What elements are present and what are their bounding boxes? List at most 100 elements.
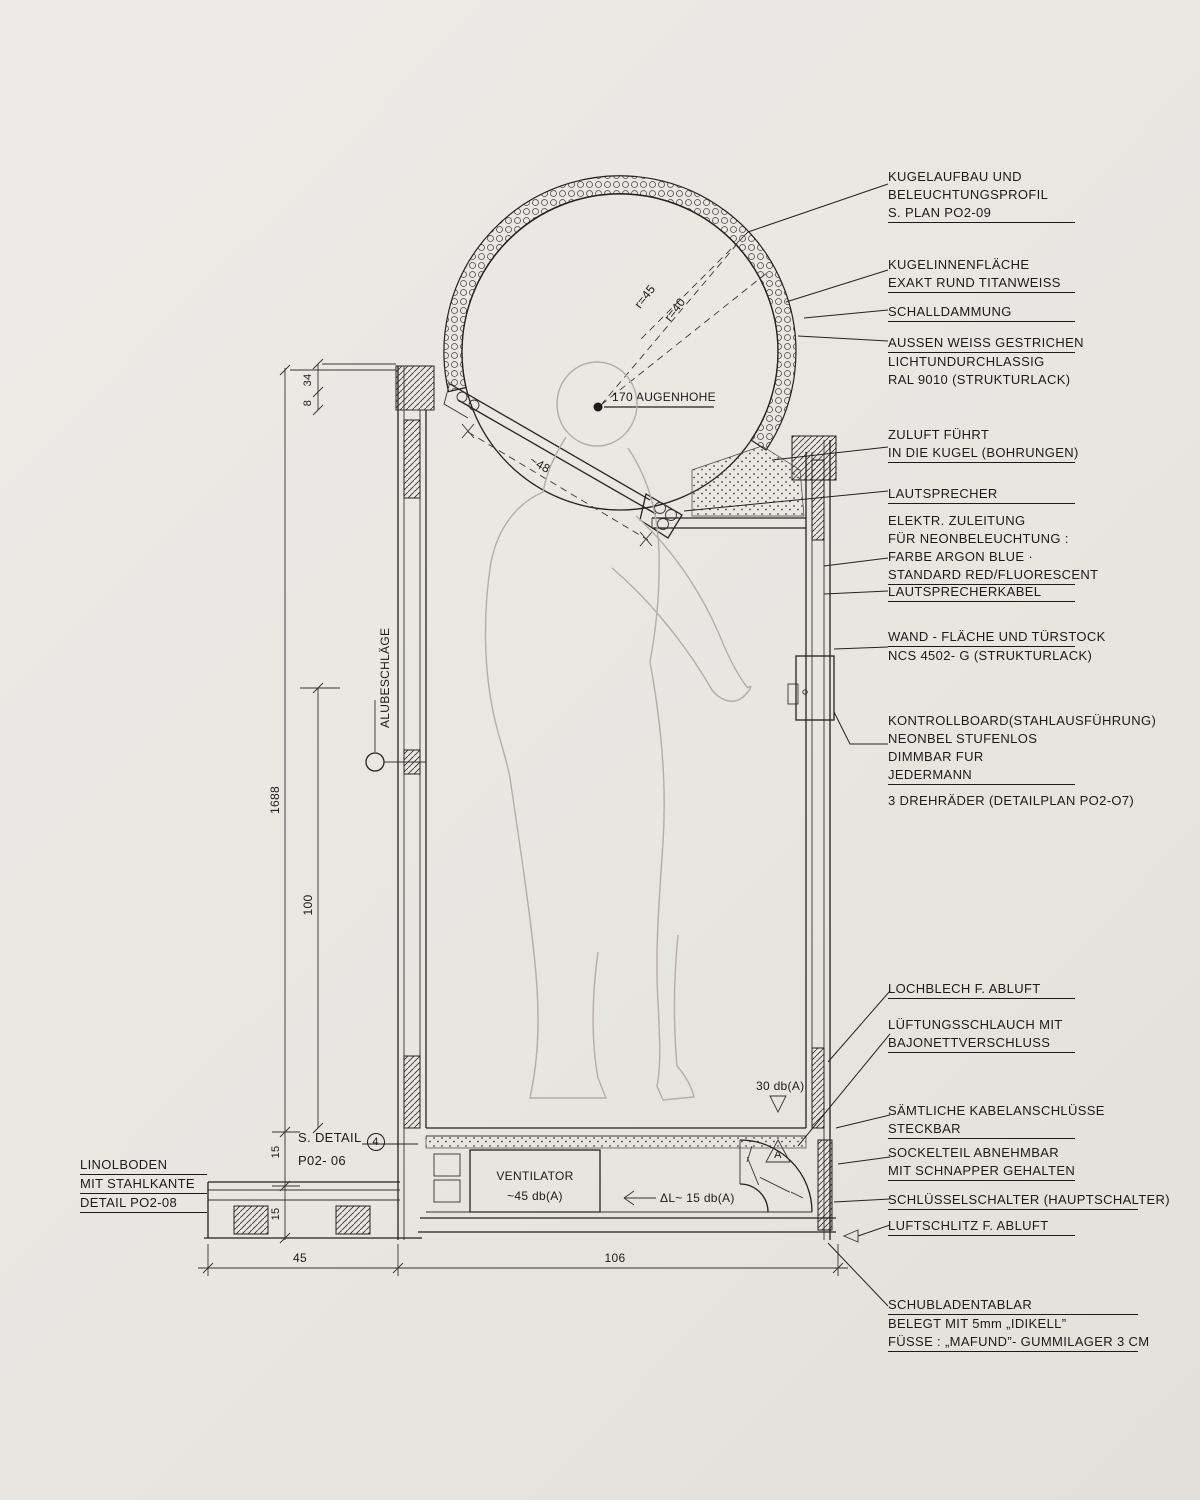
annotation-line: MIT SCHNAPPER GEHALTEN [888,1162,1075,1181]
annotation-line: BELEGT MIT 5mm „IDIKELL” [888,1316,1067,1331]
dim-34: 34 [302,374,314,387]
alu-handle: ALUBESCHLÄGE [365,628,426,772]
annotation-line: MIT STAHLKANTE [80,1175,207,1194]
annotation-line: WAND - FLÄCHE UND TÜRSTOCK [888,628,1105,647]
handle-knob [365,752,385,772]
annotation-line: SÄMTLICHE KABELANSCHLÜSSE [888,1103,1105,1118]
annotation-line: KONTROLLBOARD(STAHLAUSFÜHRUNG) [888,713,1157,728]
annotation-kontrollboard: KONTROLLBOARD(STAHLAUSFÜHRUNG) NEONBEL S… [888,712,1157,810]
annotation-line: LUFTSCHLITZ F. ABLUFT [888,1217,1075,1236]
annotation-line: LÜFTUNGSSCHLAUCH MIT [888,1017,1063,1032]
eye-height-dot [593,402,603,412]
section-a-marker [765,1139,791,1163]
annotation-lautsprecher: LAUTSPRECHER [888,485,1075,504]
radius-45-label: r=45 [631,282,658,311]
platform-foot [233,1205,269,1235]
annotation-line: LINOLBODEN [80,1156,207,1175]
annotation-elektr-zuleitung: ELEKTR. ZULEITUNG FÜR NEONBELEUCHTUNG : … [888,512,1098,585]
slanted-panel [443,381,806,539]
annotation-line: SCHALLDAMMUNG [888,303,1075,322]
detail-number-circle: 4 [366,1133,385,1151]
annotation-line: JEDERMANN [888,766,1075,785]
luftschlitz-arrow [842,1229,859,1243]
dim-15b: 15 [270,1208,282,1221]
linol-platform [204,1181,422,1239]
annotation-line: LAUTSPRECHER [888,485,1075,504]
annotation-line: LAUTSPRECHERKABEL [888,583,1075,602]
dim-45: 45 [293,1251,307,1265]
sockel-column [817,1139,833,1231]
annotation-line: KUGELINNENFLÄCHE [888,257,1030,272]
dim-cross-end [639,531,653,547]
annotation-line: DIMMBAR FUR [888,749,984,764]
annotation-linolboden: LINOLBODEN MIT STAHLKANTE DETAIL PO2-08 [80,1156,207,1213]
ventilator-db-label: ~45 db(A) [507,1189,563,1203]
dim-106: 106 [605,1251,626,1265]
annotation-line: IN DIE KUGEL (BOHRUNGEN) [888,444,1078,463]
alubeschlaege-label: ALUBESCHLÄGE [378,628,392,728]
annotation-luftschlitz: LUFTSCHLITZ F. ABLUFT [888,1217,1075,1236]
annotation-line: RAL 9010 (STRUKTURLACK) [888,372,1071,387]
db30-label: 30 db(A) [756,1079,804,1093]
detail-label: S. DETAIL [298,1130,362,1145]
left-wall-cap [395,365,435,411]
annotation-sockelteil: SOCKELTEIL ABNEHMBAR MIT SCHNAPPER GEHAL… [888,1144,1075,1181]
eye-height-label: 170 AUGENHOHE [612,390,716,404]
annotation-line: LICHTUNDURCHLASSIG [888,354,1045,369]
annotation-kugelaufbau: KUGELAUFBAU UND BELEUCHTUNGSPROFIL S. PL… [888,168,1075,223]
floor-base: VENTILATOR ~45 db(A) 30 db(A) A [204,1079,859,1243]
annotation-kabelanschluesse: SÄMTLICHE KABELANSCHLÜSSE STECKBAR [888,1102,1105,1139]
annotation-line: FÜSSE : „MAFUND”- GUMMILAGER 3 CM [888,1333,1149,1352]
annotation-line: SCHLÜSSELSCHALTER (HAUPTSCHALTER) [888,1191,1170,1210]
dim-1688: 1688 [268,786,282,814]
annotation-line: STANDARD RED/FLUORESCENT [888,566,1098,585]
annotation-kugelinnenflaeche: KUGELINNENFLÄCHE EXAKT RUND TITANWEISS [888,256,1075,293]
detail-callout-line: S. DETAIL 4 [298,1128,385,1151]
human-figure [484,361,752,1101]
speaker-box [639,492,683,539]
annotation-line: KUGELAUFBAU UND [888,169,1022,184]
annotation-wand-flaeche: WAND - FLÄCHE UND TÜRSTOCK NCS 4502- G (… [888,628,1105,665]
dim-8: 8 [302,400,314,406]
speaker [654,502,666,514]
support-block [433,1153,461,1177]
annotation-line: AUSSEN WEISS GESTRICHEN [888,334,1084,353]
dimension-lines: 1688 15 15 100 34 8 45 106 [198,358,848,1276]
ventilator-label: VENTILATOR [496,1169,573,1183]
annotation-line: DETAIL PO2-08 [80,1194,207,1213]
annotation-schluesselschalter: SCHLÜSSELSCHALTER (HAUPTSCHALTER) [888,1191,1170,1210]
radius-40-label: r=40 [661,295,688,324]
annotation-line: SOCKELTEIL ABNEHMBAR [888,1145,1059,1160]
kontrollboard-knob [787,683,799,705]
annotation-line: BELEUCHTUNGSPROFIL [888,187,1049,202]
floor-layer [425,1135,807,1149]
annotation-aussen-weiss: AUSSEN WEISS GESTRICHEN LICHTUNDURCHLASS… [888,334,1084,389]
annotation-schalldaemmung: SCHALLDAMMUNG [888,303,1075,322]
annotation-line: ELEKTR. ZULEITUNG [888,513,1026,528]
annotation-schubladentablar: SCHUBLADENTABLAR BELEGT MIT 5mm „IDIKELL… [888,1296,1149,1352]
dl15-label: ΔL~ 15 db(A) [660,1191,735,1205]
annotation-zuluft: ZULUFT FÜHRT IN DIE KUGEL (BOHRUNGEN) [888,426,1078,463]
annotation-line: ZULUFT FÜHRT [888,427,990,442]
annotation-line: 3 DREHRÄDER (DETAILPLAN PO2-O7) [888,793,1135,808]
annotation-line: BAJONETTVERSCHLUSS [888,1034,1075,1053]
annotation-lochblech: LOCHBLECH F. ABLUFT [888,980,1075,999]
annotation-line: NEONBEL STUFENLOS [888,731,1038,746]
annotation-line: EXAKT RUND TITANWEISS [888,274,1075,293]
annotation-line: FARBE ARGON BLUE · [888,549,1034,564]
annotation-lueftungsschlauch: LÜFTUNGSSCHLAUCH MIT BAJONETTVERSCHLUSS [888,1016,1075,1053]
dl15-arrow [623,1190,656,1206]
db30-marker [769,1095,787,1114]
section-a-letter: A [774,1149,782,1161]
annotation-lautsprecherkabel: LAUTSPRECHERKABEL [888,583,1075,602]
annotation-line: NCS 4502- G (STRUKTURLACK) [888,648,1093,663]
annotation-line: SCHUBLADENTABLAR [888,1296,1138,1315]
upper-roller [456,391,468,403]
dim-100: 100 [301,895,315,916]
dome-inner-surface [461,193,779,511]
dim-cross-start [461,423,475,439]
zuluft-area [691,445,805,517]
